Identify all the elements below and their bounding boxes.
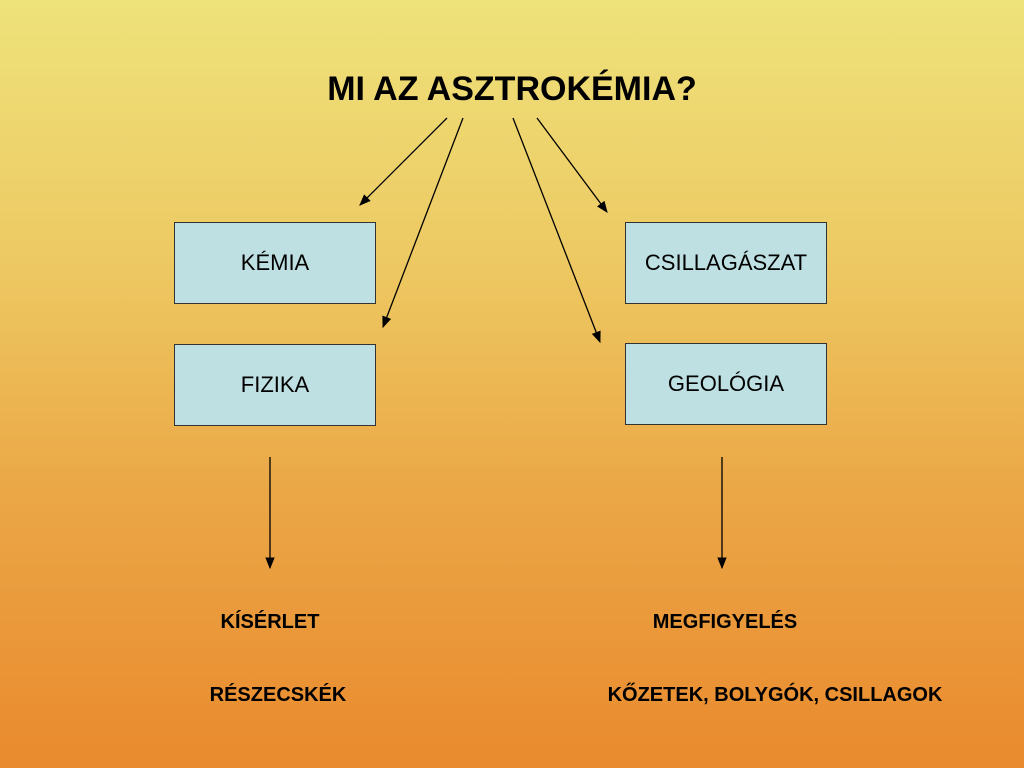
arrow-to-astronomy: [536, 117, 608, 213]
box-astronomy: CSILLAGÁSZAT: [625, 222, 827, 304]
box-chemistry-label: KÉMIA: [240, 250, 310, 275]
right-method-label: MEGFIGYELÉS: [652, 611, 798, 633]
slide-title: MI AZ ASZTROKÉMIA?: [327, 70, 697, 108]
box-geology-label: GEOLÓGIA: [667, 371, 785, 396]
right-subject-label: KŐZETEK, BOLYGÓK, CSILLAGOK: [607, 684, 943, 706]
box-physics: FIZIKA: [174, 344, 376, 426]
arrow-to-physics: [382, 117, 464, 329]
arrow-to-chemistry: [359, 117, 448, 206]
left-subject-label: RÉSZECSKÉK: [209, 684, 347, 706]
box-geology: GEOLÓGIA: [625, 343, 827, 425]
arrow-to-geology: [512, 117, 601, 344]
box-physics-label: FIZIKA: [240, 372, 310, 397]
box-chemistry: KÉMIA: [174, 222, 376, 304]
box-astronomy-label: CSILLAGÁSZAT: [644, 250, 808, 275]
left-method-label: KÍSÉRLET: [220, 611, 320, 633]
